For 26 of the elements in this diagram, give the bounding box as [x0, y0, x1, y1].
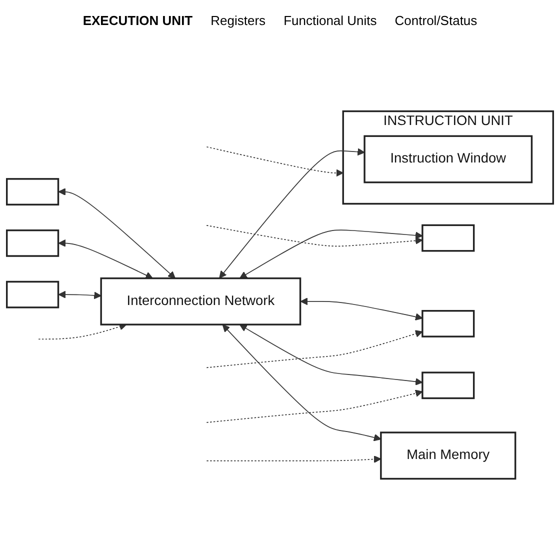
arrow	[300, 298, 423, 321]
arrow	[58, 188, 176, 279]
empty-box	[6, 229, 60, 257]
arrow	[219, 148, 365, 278]
dashed-arrow	[206, 330, 423, 368]
label-text: Registers	[210, 12, 266, 28]
label-text: EXECUTION UNIT	[82, 12, 193, 28]
arrow	[240, 324, 423, 386]
dashed-arrow	[206, 455, 382, 464]
label-text: Control/Status	[394, 12, 478, 28]
arrow	[222, 324, 382, 442]
unit-box: Instruction Window	[364, 135, 533, 184]
empty-box	[422, 310, 475, 338]
empty-box	[6, 280, 60, 308]
arrow	[58, 239, 153, 279]
unit-box: Interconnection Network	[100, 277, 302, 326]
label-text: Functional Units	[284, 12, 377, 28]
empty-box	[422, 224, 475, 252]
arrow	[240, 230, 423, 278]
dashed-arrow	[206, 224, 423, 247]
empty-box	[422, 372, 475, 400]
empty-box	[6, 178, 60, 206]
arrow	[58, 290, 102, 300]
dashed-arrow	[206, 146, 344, 177]
unit-box: Main Memory	[380, 432, 516, 480]
dashed-arrow	[206, 390, 423, 423]
